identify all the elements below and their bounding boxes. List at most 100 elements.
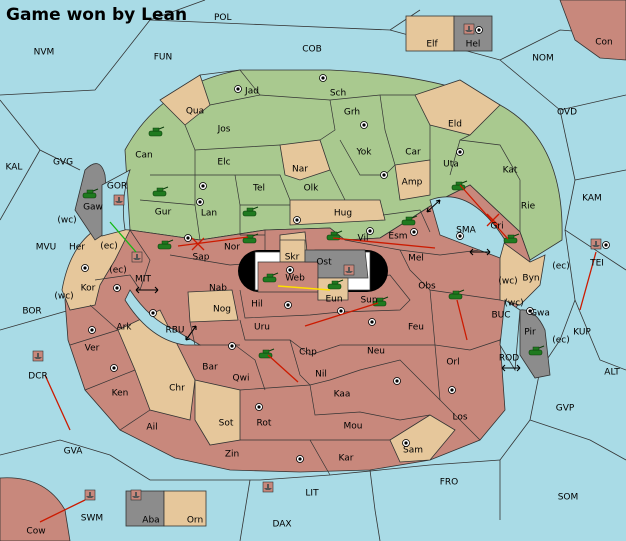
- army-icon[interactable]: [148, 126, 165, 137]
- army-icon[interactable]: [157, 239, 174, 250]
- label-nar: Nar: [292, 165, 308, 175]
- supply-center-dot: [380, 171, 388, 179]
- label-gor: GOR: [107, 182, 127, 192]
- label-nog: Nog: [213, 305, 231, 315]
- label-pir: Pir: [524, 328, 536, 338]
- supply-center-dot: [113, 284, 121, 292]
- coast-label-wc1: (wc): [57, 216, 76, 226]
- supply-center-dot: [196, 198, 204, 206]
- units: [32, 23, 602, 501]
- label-sap: Sap: [193, 253, 210, 263]
- supply-center-dot: [110, 364, 118, 372]
- fleet-icon[interactable]: [113, 194, 125, 206]
- label-zin: Zin: [225, 450, 239, 460]
- fleet-icon[interactable]: [32, 350, 44, 362]
- label-skr: Skr: [285, 253, 300, 263]
- coast-label-wc3: (wc): [498, 277, 517, 287]
- army-icon[interactable]: [82, 188, 99, 199]
- supply-center-dot: [448, 386, 456, 394]
- label-tel: Tel: [252, 184, 265, 194]
- label-sch: Sch: [330, 89, 346, 99]
- army-icon[interactable]: [258, 348, 275, 359]
- army-icon[interactable]: [503, 233, 520, 244]
- fleet-icon[interactable]: [84, 489, 96, 501]
- label-fro: FRO: [440, 478, 459, 488]
- label-ark: Ark: [116, 323, 132, 333]
- label-kor: Kor: [81, 284, 96, 294]
- label-nab: Nab: [209, 284, 227, 294]
- arrow-web-eun: [277, 285, 331, 291]
- label-grh: Grh: [344, 108, 360, 118]
- label-eun: Eun: [325, 295, 342, 305]
- label-mit: MIT: [135, 275, 151, 285]
- label-hil: Hil: [251, 300, 263, 310]
- army-icon[interactable]: [372, 296, 389, 307]
- label-cow: Cow: [26, 527, 45, 537]
- label-gvg: GVG: [53, 158, 73, 168]
- army-icon[interactable]: [152, 186, 169, 197]
- label-bor: BOR: [22, 307, 41, 317]
- supply-center-dot: [526, 307, 534, 315]
- supply-center-dot: [602, 241, 610, 249]
- fleet-icon[interactable]: [131, 251, 143, 263]
- label-rot: Rot: [257, 419, 272, 429]
- label-olk: Olk: [304, 184, 320, 194]
- label-chp: Chp: [299, 348, 317, 358]
- coast-label-wc4: (wc): [504, 299, 523, 309]
- label-byn: Byn: [522, 274, 539, 284]
- label-nvm: NVM: [34, 48, 55, 58]
- supply-center-dot: [368, 318, 376, 326]
- army-icon[interactable]: [401, 215, 418, 226]
- arrow-sun-uru: [304, 302, 379, 327]
- label-obs: Obs: [418, 282, 436, 292]
- game-title: Game won by Lean: [6, 5, 187, 25]
- supply-center-dot: [228, 342, 236, 350]
- supply-center-dot: [456, 148, 464, 156]
- label-lan: Lan: [201, 209, 217, 219]
- label-uta: Uta: [443, 160, 459, 170]
- label-con: Con: [595, 38, 613, 48]
- fleet-icon[interactable]: [343, 264, 355, 276]
- label-sam: Sam: [403, 446, 423, 456]
- supply-center-dot: [296, 455, 304, 463]
- label-ver: Ver: [85, 344, 100, 354]
- label-orn: Orn: [187, 516, 203, 526]
- supply-center-dot: [319, 74, 327, 82]
- fleet-icon[interactable]: [130, 489, 142, 501]
- supply-center-dot: [88, 326, 96, 334]
- label-kaa: Kaa: [334, 390, 351, 400]
- supply-center-dot: [184, 234, 192, 242]
- army-icon[interactable]: [448, 289, 465, 300]
- coast-label-wc2: (wc): [54, 292, 73, 302]
- fleet-icon[interactable]: [590, 238, 602, 250]
- label-kar: Kar: [339, 454, 354, 464]
- label-sma: SMA: [456, 226, 476, 236]
- supply-center-dot: [81, 264, 89, 272]
- supply-center-dot: [475, 26, 483, 34]
- label-kam: KAM: [582, 194, 602, 204]
- arrow-kup-tei: [579, 251, 597, 311]
- army-icon[interactable]: [242, 206, 259, 217]
- supply-center-dot: [199, 182, 207, 190]
- label-mou: Mou: [344, 422, 363, 432]
- label-qwi: Qwi: [233, 374, 250, 384]
- army-icon[interactable]: [327, 279, 344, 290]
- army-icon[interactable]: [528, 345, 545, 356]
- label-lit: LIT: [305, 489, 319, 499]
- arrow-gva-dcr: [44, 374, 71, 431]
- label-tei: TEI: [589, 259, 604, 269]
- label-fun: FUN: [154, 53, 173, 63]
- label-kup: KUP: [573, 328, 591, 338]
- army-icon[interactable]: [262, 272, 279, 283]
- coast-label-ec1: (ec): [100, 242, 118, 252]
- label-dax: DAX: [272, 520, 291, 530]
- fleet-icon[interactable]: [262, 481, 274, 493]
- label-bar: Bar: [202, 363, 218, 373]
- fleet-icon[interactable]: [463, 23, 475, 35]
- supply-center-dot: [360, 121, 368, 129]
- label-som: SOM: [558, 493, 579, 503]
- label-buc: BUC: [491, 311, 510, 321]
- supply-center-dot: [402, 439, 410, 447]
- label-rbu: RBU: [165, 326, 184, 336]
